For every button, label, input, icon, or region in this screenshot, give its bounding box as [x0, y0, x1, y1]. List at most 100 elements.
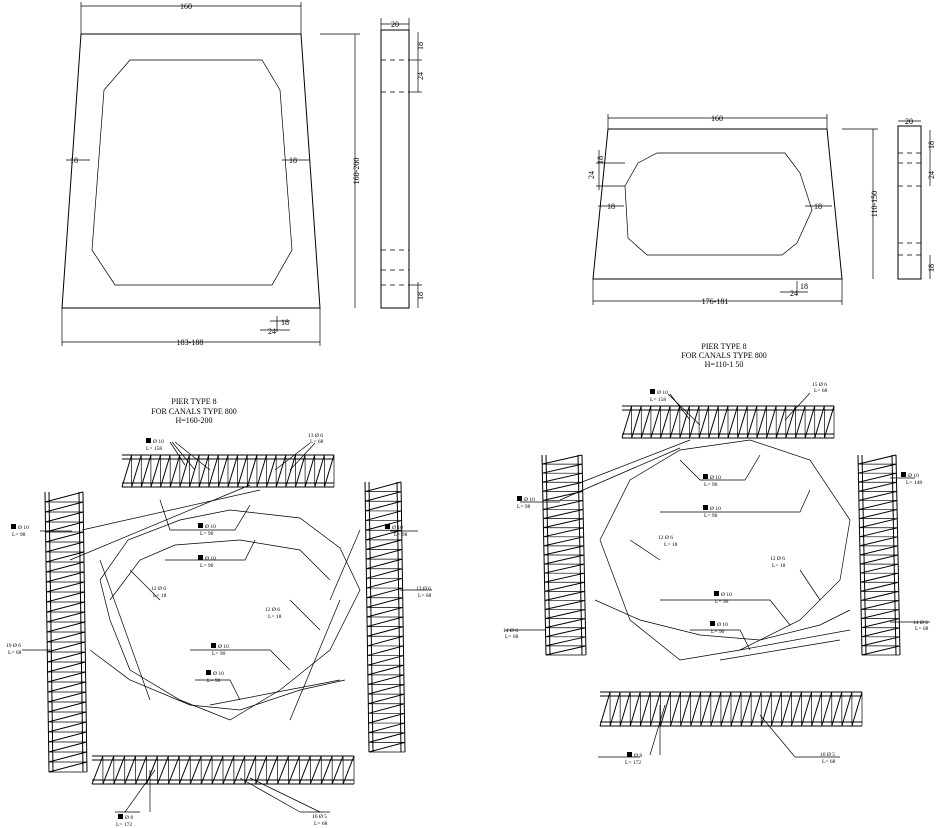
- left-side-top-dim: 20: [391, 20, 399, 29]
- right-bottom-width: 176-181: [702, 297, 729, 306]
- svg-text:L= 90: L= 90: [715, 599, 729, 605]
- svg-text:Ø 10: Ø 10: [710, 506, 721, 512]
- svg-text:13 Ø 6: 13 Ø 6: [308, 433, 323, 439]
- right-bar-label-inner-l: 12 Ø 6L= 18: [658, 535, 678, 548]
- svg-text:14 Ø 6: 14 Ø 6: [503, 628, 518, 634]
- svg-text:L= 90: L= 90: [704, 513, 718, 519]
- svg-text:L= 90: L= 90: [200, 563, 214, 569]
- left-title-block: PIER TYPE 8 FOR CANALS TYPE 800 H=160-20…: [151, 397, 236, 425]
- right-chamfer-v: 18: [800, 282, 808, 291]
- svg-text:L= 98: L= 98: [517, 504, 531, 510]
- right-top-width: 160: [711, 114, 723, 123]
- right-bar-labels: Ø 10L= 158 15 Ø 6L= 68 Ø 10L= 148 Ø 10L=…: [503, 382, 929, 766]
- svg-text:Ø 8: Ø 8: [125, 815, 133, 821]
- svg-text:19 Ø 6: 19 Ø 6: [6, 643, 21, 649]
- left-side-strip: [380, 29, 410, 309]
- svg-text:14 Ø 6: 14 Ø 6: [913, 620, 928, 626]
- svg-text:L= 158: L= 158: [146, 446, 162, 452]
- left-side-seg-b: 24: [416, 72, 425, 80]
- svg-text:Ø 10: Ø 10: [717, 622, 728, 628]
- left-title-line1: PIER TYPE 8: [171, 397, 216, 406]
- svg-text:L= 18: L= 18: [153, 593, 167, 599]
- right-bar-label-bottom-r: 16 Ø 5L= 68: [820, 752, 836, 765]
- right-chamfer-h: 24: [790, 289, 798, 298]
- left-chamfer-v: 18: [281, 318, 289, 327]
- left-bar-label-inner-l: 12 Ø 6L= 18: [151, 586, 167, 599]
- left-bar-label-top-l: Ø 10L= 158: [146, 438, 164, 452]
- right-right-bar: [857, 454, 901, 656]
- left-inner-opening: [91, 59, 293, 286]
- left-bar-label-far-r: 13 Ø 6L= 68: [416, 586, 432, 599]
- left-bar-label-left: Ø 10L= 98: [11, 524, 29, 538]
- left-bar-label-right: Ø 10L= 98: [385, 524, 408, 538]
- right-title-line2: FOR CANALS TYPE 800: [681, 351, 766, 360]
- svg-text:Ø 10: Ø 10: [205, 556, 216, 562]
- svg-text:L= 68: L= 68: [822, 759, 836, 765]
- left-top-width: 160: [180, 2, 192, 11]
- right-side-strip: [897, 125, 922, 280]
- right-section-view: 160 176-181 18 18 24 18 110-150 20 18 24…: [587, 114, 936, 306]
- svg-text:Ø 10: Ø 10: [218, 644, 229, 650]
- left-bar-label-top-r: 13 Ø 6L= 68: [308, 433, 324, 445]
- svg-text:L= 68: L= 68: [418, 593, 432, 599]
- right-bar-label-low2: Ø 10L= 90: [710, 621, 728, 635]
- svg-text:Ø 10: Ø 10: [213, 671, 224, 677]
- svg-text:Ø 10: Ø 10: [524, 497, 535, 503]
- svg-text:12 Ø 6: 12 Ø 6: [658, 535, 673, 541]
- svg-text:L= 172: L= 172: [625, 760, 641, 766]
- left-wall-left-dim: 18: [70, 156, 78, 165]
- svg-text:Ø 10: Ø 10: [18, 525, 29, 531]
- right-bar-label-top-l: Ø 10L= 158: [650, 389, 668, 403]
- right-side-seg-b: 24: [927, 171, 936, 179]
- svg-text:16 Ø 5: 16 Ø 5: [820, 752, 835, 758]
- left-left-bar: [44, 491, 88, 773]
- right-haunch-a: 24: [587, 171, 596, 179]
- left-wall-right-dim: 18: [289, 156, 297, 165]
- right-bar-label-inner-r: 12 Ø 6L= 18: [770, 556, 786, 569]
- right-title-block: PIER TYPE 8 FOR CANALS TYPE 800 H=110-1 …: [681, 342, 766, 369]
- svg-text:Ø 10: Ø 10: [721, 592, 732, 598]
- svg-text:L= 90: L= 90: [704, 482, 718, 488]
- right-cage-outline: [599, 439, 851, 661]
- left-right-bar: [364, 481, 406, 753]
- svg-text:L= 68: L= 68: [915, 626, 929, 632]
- left-title-line2: FOR CANALS TYPE 800: [151, 407, 236, 416]
- right-bar-label-mid1: Ø 10L= 90: [703, 474, 721, 488]
- left-height: 160-200: [352, 158, 361, 185]
- left-top-bar: [121, 454, 335, 488]
- right-left-bar: [541, 454, 587, 656]
- svg-text:Ø 10: Ø 10: [153, 439, 164, 445]
- right-outer-outline: [592, 128, 843, 280]
- svg-text:Ø 10: Ø 10: [392, 525, 403, 531]
- svg-text:L= 98: L= 98: [12, 532, 26, 538]
- left-section-view: 160 183-188 18 18 160-200 20 18 24 18: [61, 2, 425, 347]
- left-bar-label-inner-r: 12 Ø 6L= 18: [265, 607, 282, 620]
- svg-text:L= 68: L= 68: [814, 388, 828, 394]
- right-title-line3: H=110-1 50: [705, 360, 744, 369]
- left-bar-label-mid2: Ø 10L= 90: [198, 555, 216, 569]
- left-title-line3: H=160-200: [176, 416, 213, 425]
- right-bar-label-far-r2: 14 Ø 6L= 68: [913, 620, 929, 632]
- svg-text:Ø 10: Ø 10: [710, 475, 721, 481]
- left-bar-label-far-l: 19 Ø 6L= 68: [6, 643, 22, 656]
- svg-text:15 Ø 6: 15 Ø 6: [812, 382, 827, 388]
- left-side-seg-a: 18: [416, 42, 425, 50]
- svg-text:Ø 8: Ø 8: [634, 753, 642, 759]
- left-bar-label-bottom-r: 16 Ø 5L= 68: [312, 814, 328, 827]
- svg-text:L= 90: L= 90: [711, 629, 725, 635]
- svg-text:L= 90: L= 90: [207, 678, 221, 684]
- svg-text:L= 18: L= 18: [268, 614, 282, 620]
- left-bar-labels: Ø 10L= 158 13 Ø 6L= 68 Ø 10L= 98 Ø 10L= …: [6, 433, 432, 828]
- svg-text:L= 90: L= 90: [212, 651, 226, 657]
- left-bar-label-mid1: Ø 10L= 90: [198, 523, 216, 537]
- left-cage-outline: [99, 509, 361, 721]
- svg-text:Ø 10: Ø 10: [657, 390, 668, 396]
- right-bar-label-top-r: 15 Ø 6L= 68: [812, 382, 828, 394]
- right-bar-label-bottom-l: Ø 8L= 172: [625, 752, 642, 766]
- right-bar-label-far-l: 14 Ø 6L= 68: [503, 628, 519, 640]
- svg-text:Ø 10: Ø 10: [908, 473, 919, 479]
- right-bottom-bar: [599, 691, 863, 727]
- left-bar-label-low1: Ø 10L= 90: [211, 643, 229, 657]
- right-haunch-b: 18: [596, 156, 605, 164]
- svg-text:L= 18: L= 18: [772, 563, 786, 569]
